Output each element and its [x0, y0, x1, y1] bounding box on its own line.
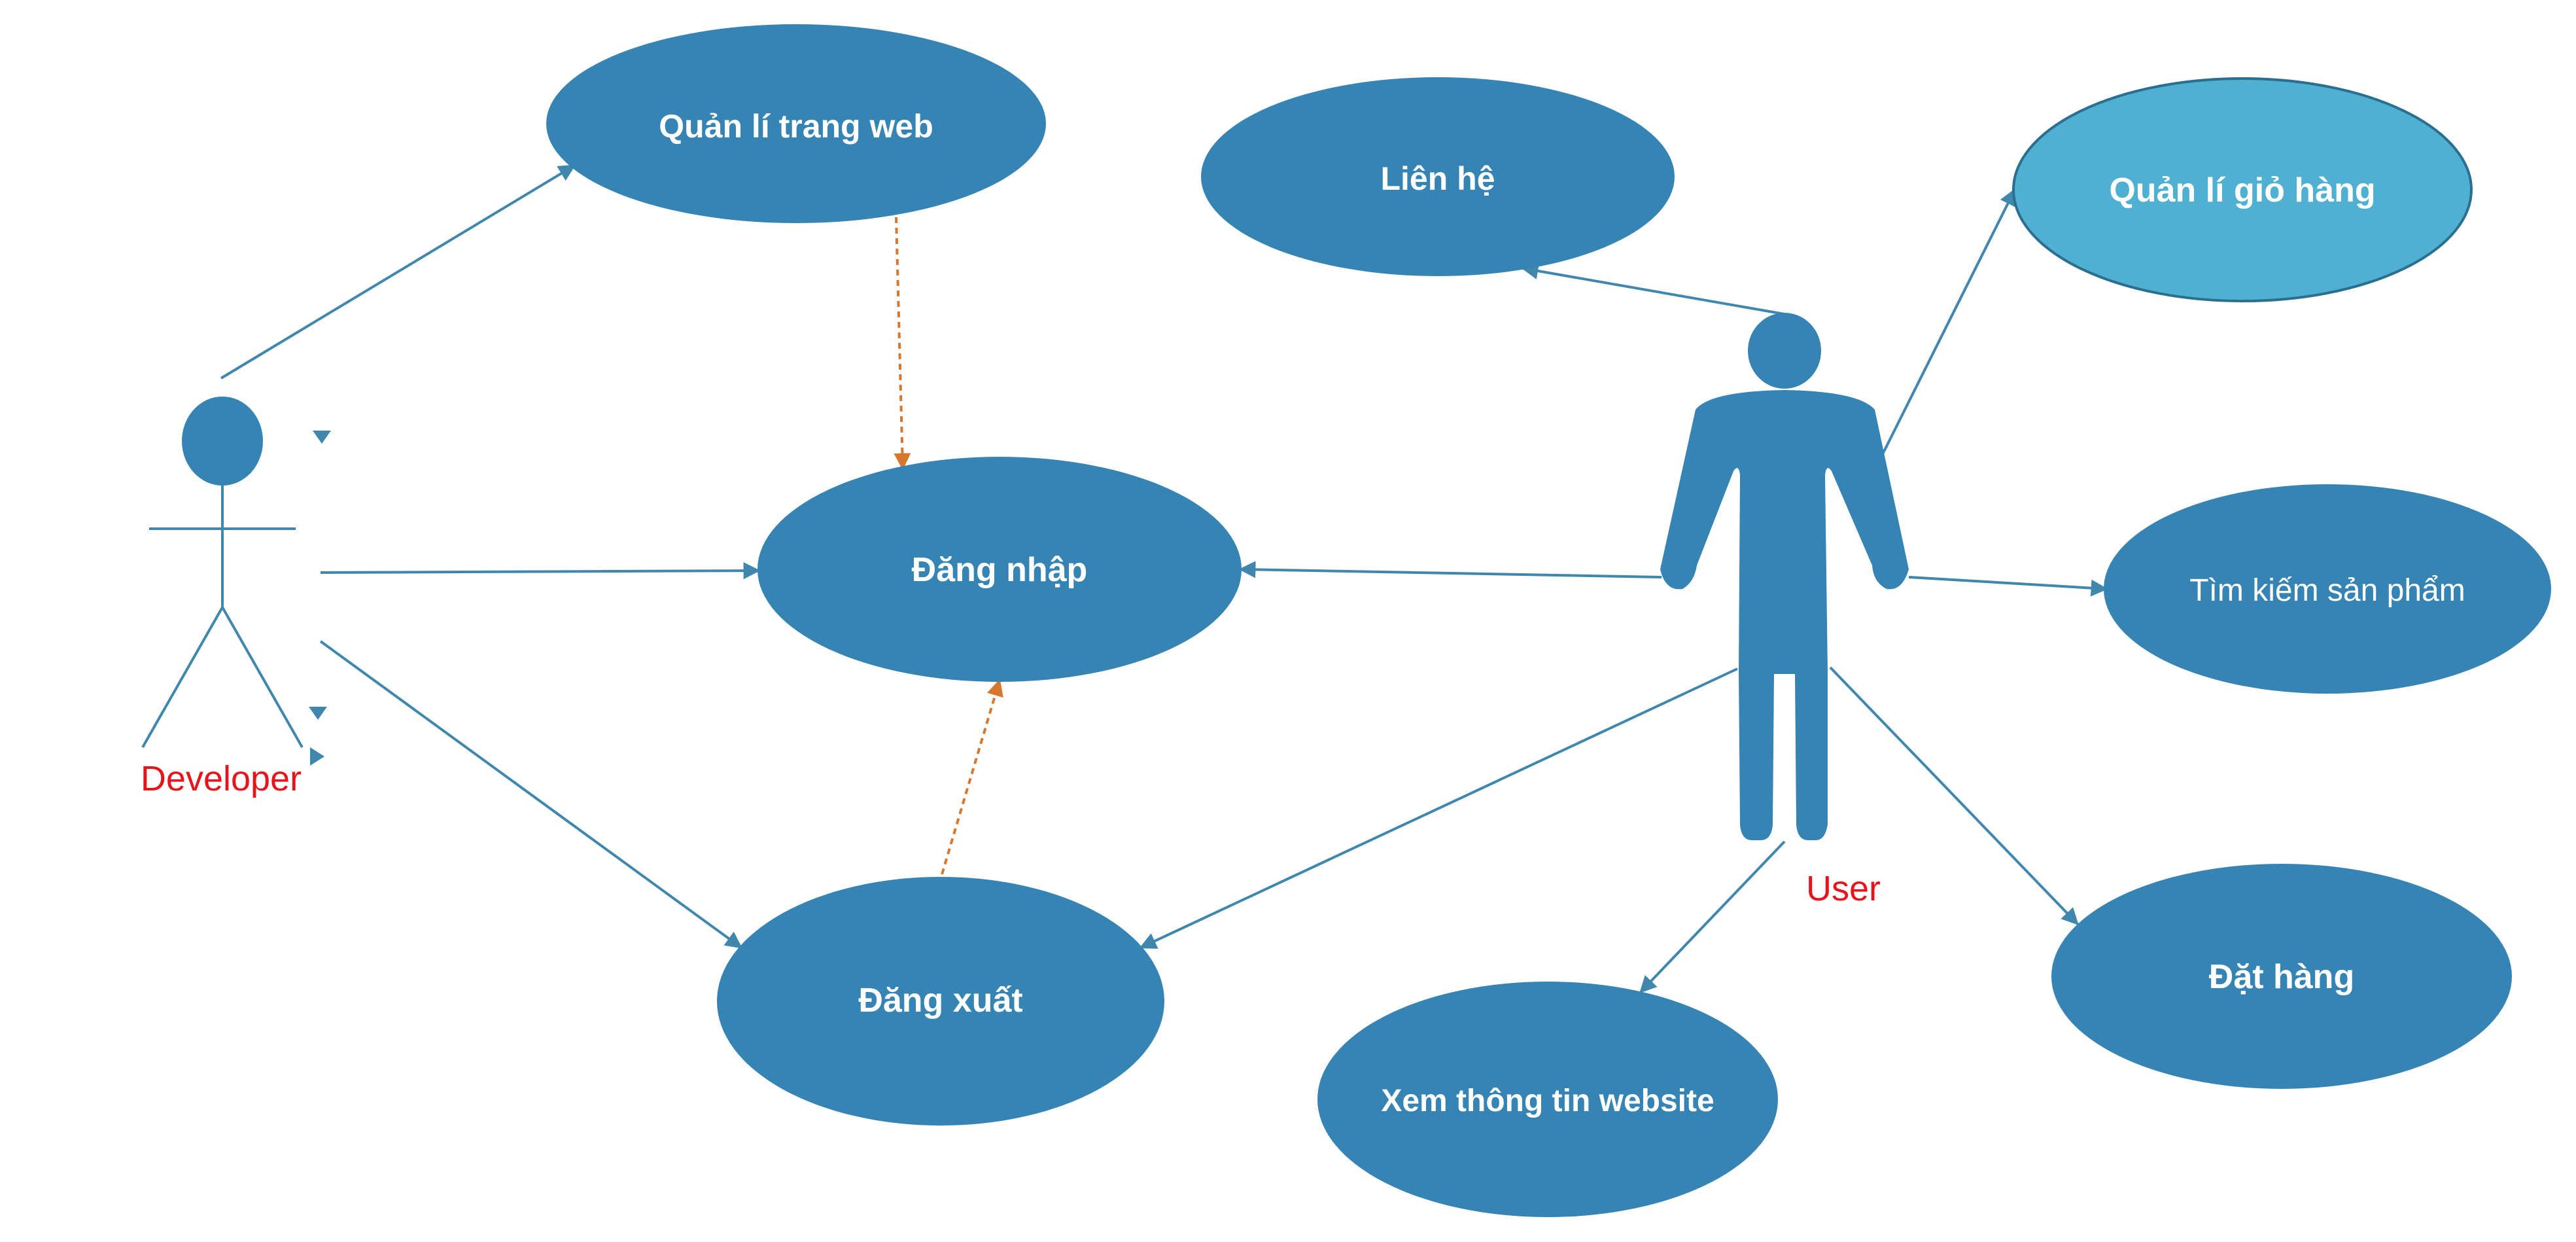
use-case-quan-li-gio-hang[interactable]: Quản lí giỏ hàng — [2012, 77, 2473, 302]
use-case-ellipse — [1201, 77, 1675, 276]
actor-label-developer: Developer — [141, 759, 302, 798]
actor-left-leg — [141, 607, 224, 748]
use-case-ellipse — [757, 457, 1242, 682]
association-user-dang-xuat — [1139, 667, 1738, 949]
user-associations — [1139, 188, 2108, 993]
actor-label-user: User — [1806, 869, 1881, 908]
use-case-dang-nhap[interactable]: Đăng nhập — [757, 457, 1242, 682]
stray-arrowhead-3 — [310, 747, 324, 766]
actor-head — [182, 397, 263, 486]
association-developer-quan-li-trang-web — [220, 164, 576, 380]
use-case-label: Đăng xuất — [858, 982, 1022, 1020]
actor-body — [1660, 390, 1909, 840]
use-case-label: Quản lí giỏ hàng — [2109, 171, 2375, 209]
use-case-label: Liên hệ — [1380, 160, 1495, 197]
use-case-label: Xem thông tin website — [1381, 1084, 1714, 1118]
stray-arrowhead-1 — [313, 431, 331, 444]
use-case-tim-kiem-san-pham[interactable]: Tìm kiếm sản phẩm — [2104, 484, 2551, 694]
developer-associations — [220, 164, 761, 949]
use-case-ellipse — [2012, 77, 2473, 302]
use-case-quan-li-trang-web[interactable]: Quản lí trang web — [546, 24, 1046, 223]
association-user-lien-he — [1521, 262, 1785, 315]
use-case-label: Tìm kiếm sản phẩm — [2189, 573, 2465, 608]
association-user-dat-hang — [1829, 666, 2079, 925]
stray-arrowheads — [309, 431, 331, 766]
use-case-dang-xuat[interactable]: Đăng xuất — [717, 877, 1164, 1126]
use-case-xem-thong-tin-website[interactable]: Xem thông tin website — [1317, 982, 1778, 1217]
association-developer-dang-nhap — [320, 562, 761, 580]
actor-user[interactable]: User — [1660, 313, 1909, 908]
use-case-ellipse — [2104, 484, 2551, 694]
use-case-label: Đặt hàng — [2209, 958, 2354, 996]
use-case-lien-he[interactable]: Liên hệ — [1201, 77, 1675, 276]
use-case-label: Đăng nhập — [912, 551, 1088, 589]
person-silhouette-icon — [1660, 313, 1909, 840]
association-user-tim-kiem — [1908, 576, 2108, 597]
association-developer-dang-xuat — [319, 640, 743, 949]
dependency-lines — [894, 217, 1003, 875]
association-user-dang-nhap — [1238, 561, 1662, 578]
use-case-ellipse — [717, 877, 1164, 1126]
dependency-quan-li-trang-web-dang-nhap — [894, 217, 911, 470]
use-case-label: Quản lí trang web — [659, 108, 933, 145]
association-user-xem-thong-tin — [1639, 840, 1786, 993]
actor-right-leg — [221, 607, 304, 748]
association-user-quan-li-gio-hang — [1881, 188, 2016, 455]
use-case-ellipse — [1317, 982, 1778, 1217]
stick-figure-icon — [141, 397, 304, 748]
actor-head — [1748, 313, 1821, 389]
actor-developer[interactable]: Developer — [141, 397, 304, 798]
use-case-ellipse — [2051, 864, 2512, 1089]
use-case-ellipse — [546, 24, 1046, 223]
dependency-dang-xuat-dang-nhap — [941, 679, 1003, 875]
stray-arrowhead-2 — [309, 707, 327, 720]
use-case-dat-hang[interactable]: Đặt hàng — [2051, 864, 2512, 1089]
